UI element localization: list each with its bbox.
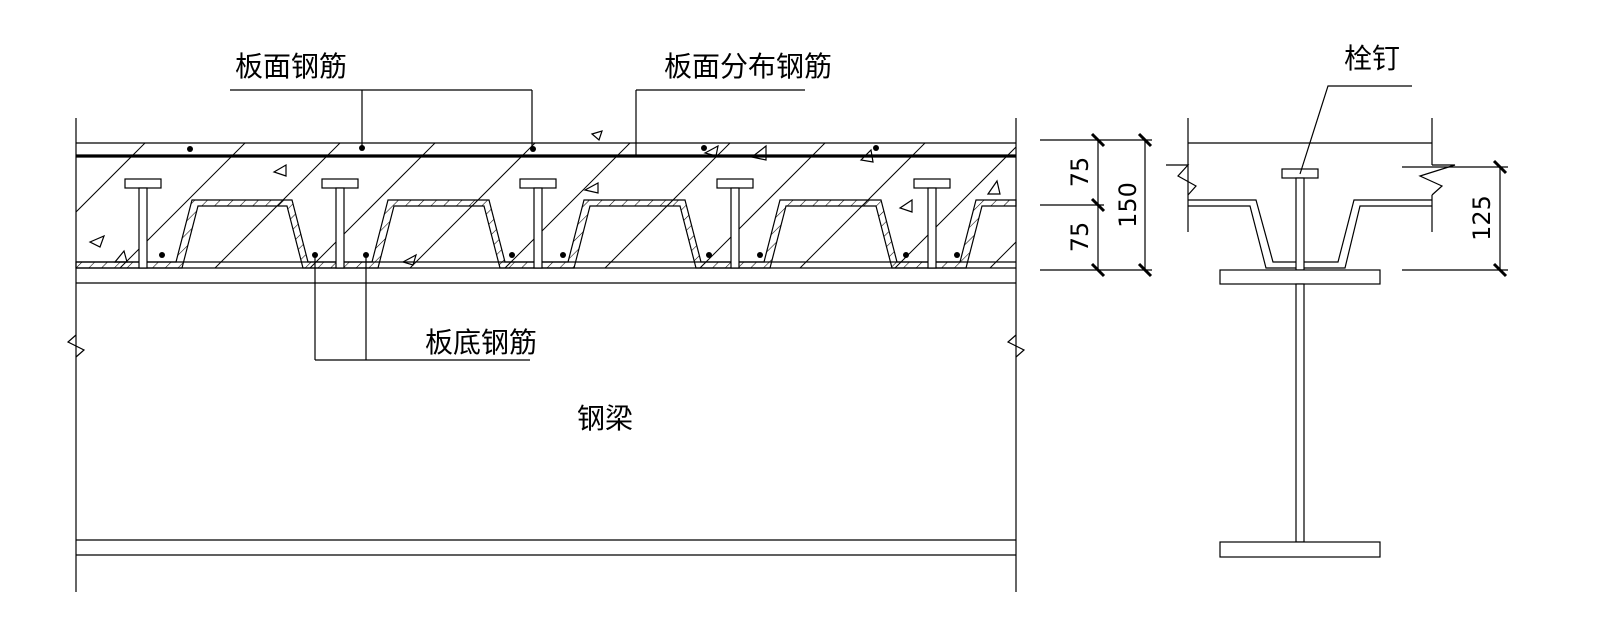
top-rebar-label: 板面钢筋: [235, 50, 347, 83]
bottom-rebar-label: 板底钢筋: [425, 326, 537, 359]
shear-stud: [519, 178, 557, 269]
dim-top-layer: 75: [1066, 157, 1094, 188]
cross-left-break: [1166, 164, 1197, 196]
cross-stud-shank: [1295, 177, 1305, 271]
left-break-mark: [66, 334, 86, 358]
shear-stud: [716, 178, 754, 269]
shear-stud: [321, 178, 359, 269]
beam-web: [1295, 283, 1305, 543]
dim-bottom-layer: 75: [1066, 222, 1094, 253]
top-distribution-rebar-label: 板面分布钢筋: [664, 50, 832, 83]
beam-cross-section: 栓钉 125: [1166, 42, 1508, 558]
beam-top-flange: [1219, 269, 1381, 285]
shear-stud: [913, 178, 951, 269]
slab-longitudinal-section: 板面钢筋 板面分布钢筋 板底钢筋 钢梁: [66, 50, 1026, 592]
steel-beam-label: 钢梁: [577, 402, 633, 435]
dim-slab-total: 150: [1114, 182, 1142, 228]
bottom-rebar-dots: [159, 252, 960, 258]
dim-stud-height: 125: [1468, 195, 1496, 241]
cross-deck-profile: [1188, 199, 1432, 269]
shear-stud: [124, 178, 162, 269]
shear-studs: [124, 178, 951, 269]
cross-right-break: [1418, 164, 1456, 196]
stud-leader: [1299, 85, 1412, 175]
aggregate-triangles: [88, 130, 1001, 266]
right-break-mark: [1006, 334, 1026, 358]
beam-bottom-flange: [1219, 541, 1381, 558]
leader-lines: [230, 89, 805, 361]
slab-dimensions: 75 75 150: [1040, 132, 1153, 278]
profiled-steel-deck: [75, 199, 1017, 269]
shear-stud-label: 栓钉: [1344, 42, 1400, 75]
top-rebar-dots: [187, 145, 879, 152]
